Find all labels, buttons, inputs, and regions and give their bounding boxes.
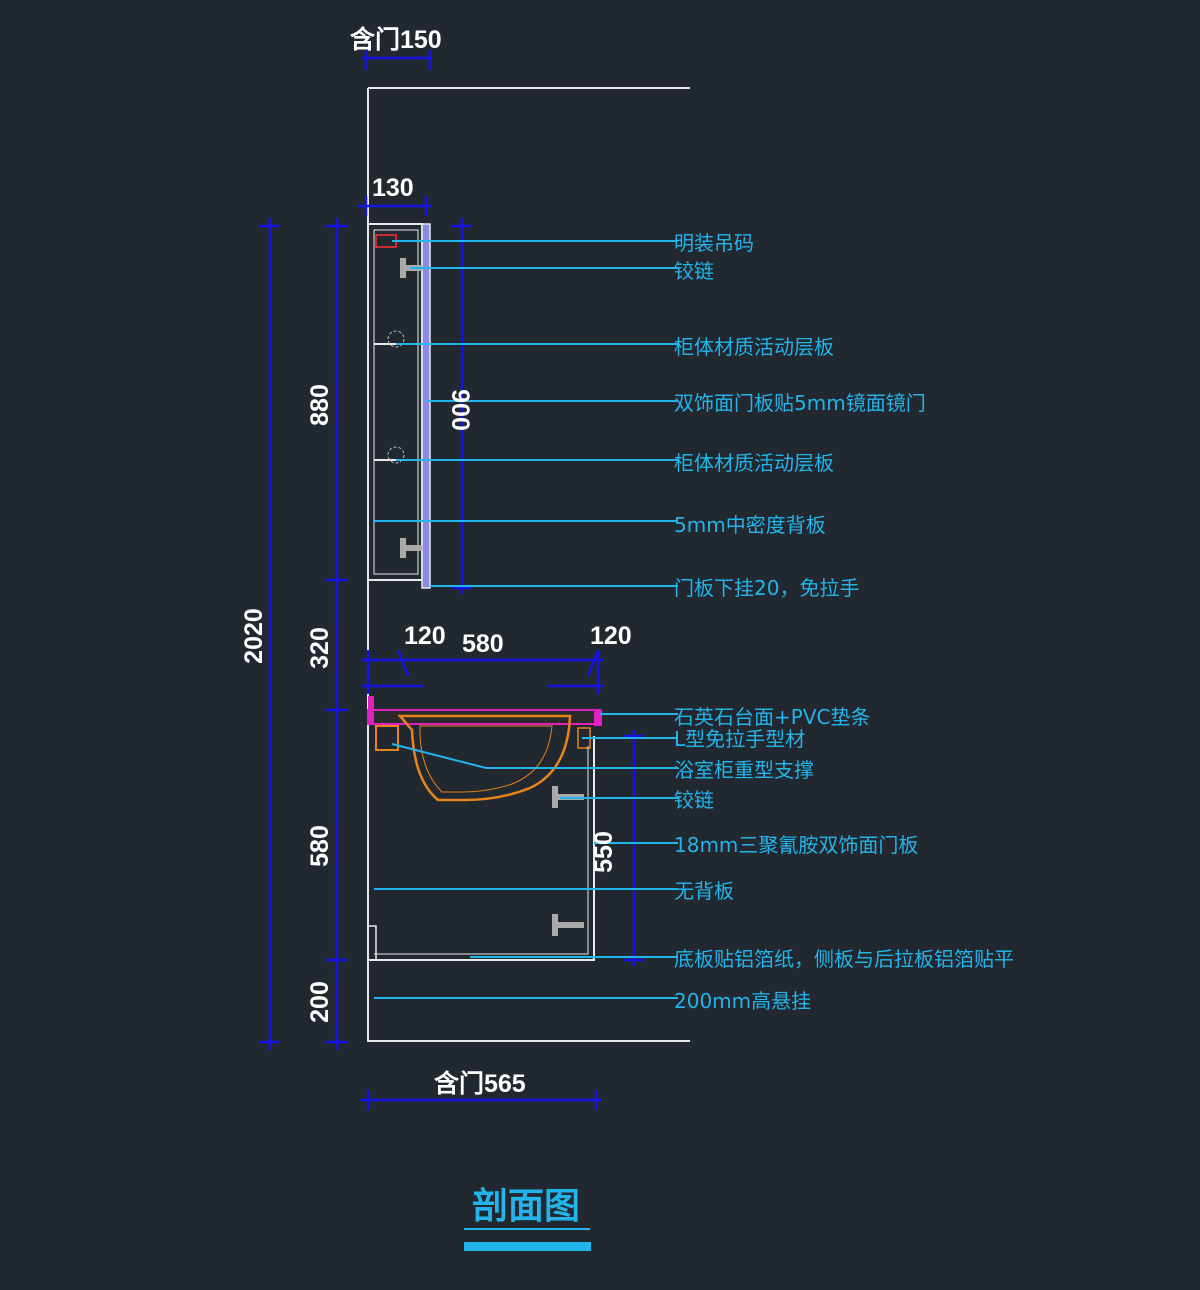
lower-vanity-cabinet: [367, 696, 602, 961]
callout-hanging-bracket: 明装吊码: [674, 231, 754, 255]
callout-hinge-upper: 铰链: [674, 259, 714, 283]
dim-upper-height: 880: [306, 384, 334, 426]
callout-support: 浴室柜重型支撑: [674, 758, 814, 782]
upper-cabinet-inner: [373, 229, 419, 575]
dim-left-overhang: 120: [404, 622, 446, 650]
dim-right-overhang: 120: [590, 622, 632, 650]
dim-top-width: 含门150: [350, 25, 442, 54]
title-underline-thick: [464, 1242, 591, 1251]
support-bracket: [375, 725, 399, 751]
dim-total-height: 2020: [240, 608, 268, 664]
leader-lines: [374, 240, 678, 999]
callout-shelf-1: 柜体材质活动层板: [674, 335, 834, 359]
wall-lines: [367, 87, 690, 1042]
dim-door-lower-height: 550: [590, 831, 618, 873]
basin: [397, 714, 572, 802]
dimension-lines: [260, 50, 644, 1110]
basin-inner: [419, 725, 553, 793]
lower-back-bottom: [367, 925, 377, 961]
hinge-icon: [400, 538, 422, 558]
callout-l-profile: L型免拉手型材: [674, 727, 805, 751]
mirror-door: [421, 223, 431, 589]
callout-mirror-door: 双饰面门板贴5mm镜面镜门: [674, 391, 926, 415]
dim-hang-height: 200: [306, 981, 334, 1023]
dim-counter-width: 580: [462, 630, 504, 658]
dim-bottom-width: 含门565: [434, 1069, 526, 1098]
callout-no-back: 无背板: [674, 879, 734, 903]
drawing-title: 剖面图: [472, 1186, 580, 1227]
shelf-pin-icon: [387, 446, 405, 464]
callout-hinge-lower: 铰链: [674, 788, 714, 812]
upper-mirror-cabinet: [367, 223, 431, 589]
lower-cabinet-body: [367, 726, 595, 961]
dim-door-height: 900: [446, 389, 474, 431]
upper-cabinet-body: [367, 223, 423, 581]
callout-door-drop: 门板下挂20，免拉手: [674, 576, 859, 600]
hinge-icon: [552, 914, 584, 936]
countertop-edge: [368, 696, 374, 724]
callout-bottom-foil: 底板贴铝箔纸，侧板与后拉板铝箔贴平: [674, 947, 1014, 971]
callout-countertop: 石英石台面+PVC垫条: [674, 705, 870, 729]
dim-gap-height: 320: [306, 627, 334, 669]
callout-lower-door: 18mm三聚氰胺双饰面门板: [674, 833, 918, 857]
dim-upper-depth: 130: [372, 174, 414, 202]
shelf-pin-icon: [387, 330, 405, 348]
dim-lower-height: 580: [306, 825, 334, 867]
callout-hang-height: 200mm高悬挂: [674, 989, 811, 1013]
callout-back-panel: 5mm中密度背板: [674, 513, 826, 537]
countertop-edge: [594, 710, 602, 726]
callout-shelf-2: 柜体材质活动层板: [674, 451, 834, 475]
